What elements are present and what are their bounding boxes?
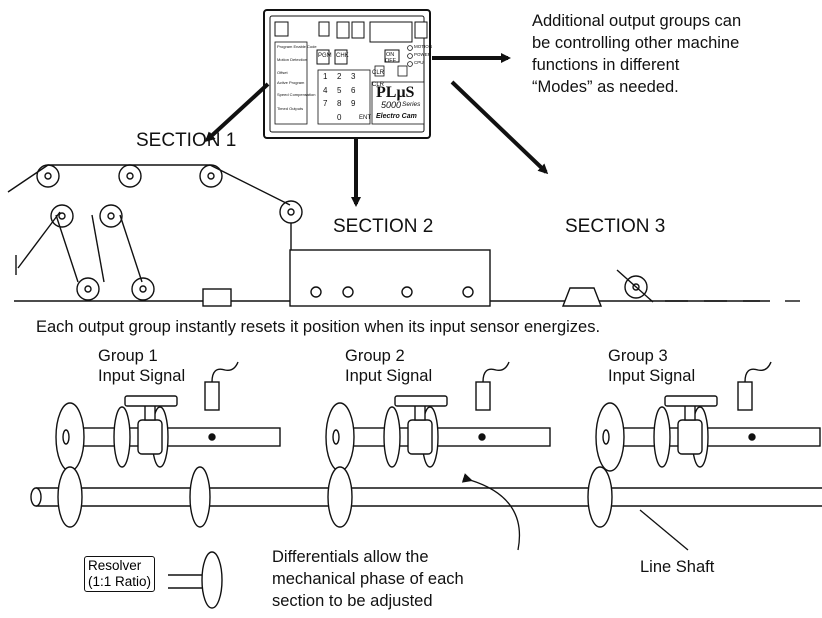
menu-item-4: Speed Compensation [277, 92, 316, 97]
differentials-pointer [461, 473, 521, 551]
keypad-key-3: 3 [351, 72, 356, 81]
arrow-to-section-1 [204, 82, 270, 143]
keypad-key-5: 5 [337, 86, 342, 95]
keypad-key-7: 7 [323, 99, 328, 108]
group-2-label: Group 2 Input Signal [345, 346, 432, 386]
status-power: POWER [414, 52, 432, 57]
group-1-assembly [55, 361, 281, 609]
group-2-assembly [325, 361, 551, 528]
controller-series-suffix: Series [402, 101, 421, 108]
keypad-key-9: 9 [351, 99, 356, 108]
section-3-label: SECTION 3 [565, 216, 666, 237]
menu-item-0: Program Enable Code [277, 44, 317, 49]
section-1-label: SECTION 1 [136, 130, 237, 151]
additional-note-line-4: “Modes” as needed. [532, 78, 679, 96]
keypad-key-0: 0 [337, 113, 342, 122]
keypad-key-8: 8 [337, 99, 342, 108]
note-pointers [461, 473, 689, 551]
controller-maker: Electro Cam [376, 113, 417, 120]
menu-item-1: Motion Detection [277, 57, 308, 62]
key-chk: CHK [336, 53, 349, 59]
key-off: OFF [385, 58, 396, 64]
key-clr-2: CLR [372, 82, 385, 88]
key-on: ON [386, 52, 395, 58]
group-1-label: Group 1 Input Signal [98, 346, 185, 386]
resolver-ratio: (1:1 Ratio) [88, 574, 152, 589]
group-2-signal: Input Signal [345, 367, 433, 385]
differentials-line-2: mechanical phase of each [272, 570, 464, 588]
arrow-to-section-3 [450, 80, 549, 175]
additional-note-line-1: Additional output groups can [532, 12, 742, 30]
keypad-key-4: 4 [323, 86, 328, 95]
group-1-name: Group 1 [98, 347, 158, 365]
reset-caption: Each output group instantly resets it po… [36, 318, 601, 336]
status-motion: MOTION [414, 44, 432, 49]
menu-item-2: Offset [277, 70, 288, 75]
plc-controller [263, 9, 431, 139]
controller-brand: PLμS [376, 84, 415, 101]
key-ent: ENT [359, 115, 371, 121]
machine-line [7, 164, 800, 307]
differentials-line-1: Differentials allow the [272, 548, 429, 566]
resolver-label: Resolver [88, 558, 142, 573]
keypad-key-1: 1 [323, 72, 328, 81]
additional-groups-note: Additional output groups can be controll… [532, 10, 741, 98]
key-prg: PGM [318, 53, 332, 59]
group-1-signal: Input Signal [98, 367, 186, 385]
resolver-box: Resolver (1:1 Ratio) [84, 556, 156, 592]
group-3-signal: Input Signal [608, 367, 696, 385]
additional-note-line-3: functions in different [532, 56, 680, 74]
differentials-line-3: section to be adjusted [272, 592, 433, 610]
controller-arrows [204, 53, 549, 207]
controller-series: 5000 [381, 100, 402, 110]
line-shaft-label: Line Shaft [640, 558, 715, 576]
status-cpu: CPU [414, 60, 424, 65]
keypad-key-2: 2 [337, 72, 342, 81]
menu-item-5: Timed Outputs [277, 106, 304, 111]
group-3-assembly [587, 361, 821, 528]
section-2-label: SECTION 2 [333, 216, 434, 237]
differentials-note: Differentials allow the mechanical phase… [272, 546, 464, 612]
group-3-label: Group 3 Input Signal [608, 346, 695, 386]
line-shaft-pointer [639, 509, 689, 551]
keypad-key-6: 6 [351, 86, 356, 95]
line-shaft [30, 487, 822, 589]
key-clr: CLR [372, 70, 385, 76]
menu-item-3: Active Program [277, 80, 305, 85]
additional-note-line-2: be controlling other machine [532, 34, 740, 52]
group-3-name: Group 3 [608, 347, 668, 365]
group-2-name: Group 2 [345, 347, 405, 365]
